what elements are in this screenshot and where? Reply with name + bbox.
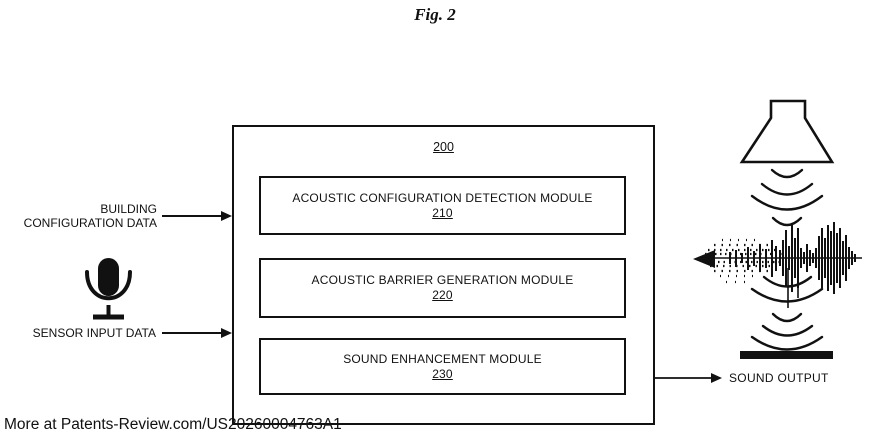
system-number-label: 200	[433, 140, 454, 154]
sensor-input-data-label: SENSOR INPUT DATA	[32, 326, 156, 340]
sound-output-arrow	[655, 373, 722, 383]
module-number: 210	[432, 205, 453, 220]
module-box-230: SOUND ENHANCEMENT MODULE 230	[259, 338, 626, 395]
building-configuration-data-label: BUILDING CONFIGURATION DATA	[23, 202, 157, 230]
building-config-arrow	[162, 211, 232, 221]
watermark-text: More at Patents-Review.com/US20260004763…	[4, 416, 342, 433]
figure-title: Fig. 2	[414, 5, 456, 24]
module-number: 220	[432, 288, 453, 302]
sound-output-surface	[740, 351, 833, 359]
module-name: ACOUSTIC CONFIGURATION DETECTION MODULE	[292, 190, 593, 205]
horn-speaker-icon	[739, 99, 835, 164]
sensor-input-arrow	[162, 328, 232, 338]
sound-waves-lower-icon	[750, 275, 824, 351]
sound-output-label: SOUND OUTPUT	[729, 371, 829, 385]
audio-waveform-icon	[693, 222, 862, 308]
module-box-210: ACOUSTIC CONFIGURATION DETECTION MODULE …	[259, 176, 626, 235]
module-number: 230	[432, 366, 453, 381]
module-box-220: ACOUSTIC BARRIER GENERATION MODULE 220	[259, 258, 626, 318]
microphone-icon	[85, 258, 132, 320]
module-name: ACOUSTIC BARRIER GENERATION MODULE	[311, 273, 574, 287]
module-name: SOUND ENHANCEMENT MODULE	[343, 351, 542, 366]
sound-waves-upper-icon	[750, 168, 824, 227]
system-box-200: 200 ACOUSTIC CONFIGURATION DETECTION MOD…	[232, 125, 655, 425]
